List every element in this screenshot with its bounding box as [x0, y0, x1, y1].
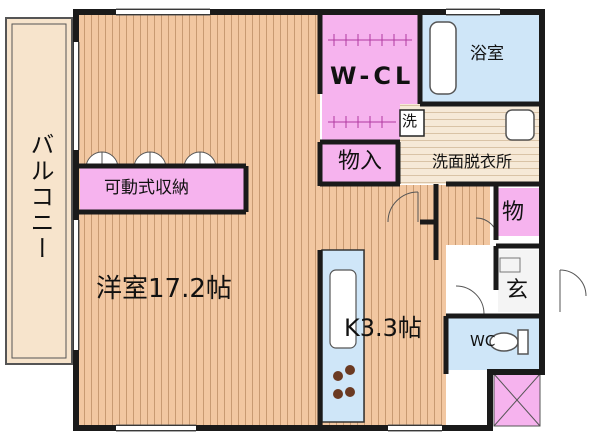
western-room-label: 洋室17.2帖 [96, 274, 232, 304]
balcony [5, 17, 73, 365]
kitchen-counter [321, 249, 365, 423]
washroom-label: 洗面脱衣所 [432, 152, 513, 171]
laundry-box [399, 109, 425, 137]
closet-upper-area [322, 144, 398, 182]
closet-upper-label: 物入 [338, 149, 383, 174]
entrance-label: 玄 [506, 278, 529, 303]
closet-right-area [498, 188, 540, 236]
toilet-label: WC [470, 332, 496, 350]
movable-storage-area [80, 168, 244, 210]
movable-storage-label: 可動式収納 [104, 178, 189, 198]
kitchen-label: K3.3帖 [344, 314, 422, 342]
laundry-label: 洗 [402, 112, 418, 130]
balcony-label: バルコニー [26, 132, 54, 262]
walk-in-closet-label: W-CL [330, 62, 415, 90]
bathroom-label: 浴室 [470, 44, 504, 64]
entrance-area [498, 250, 540, 312]
western-room-floor [76, 12, 320, 426]
closet-right-label: 物 [502, 200, 525, 225]
